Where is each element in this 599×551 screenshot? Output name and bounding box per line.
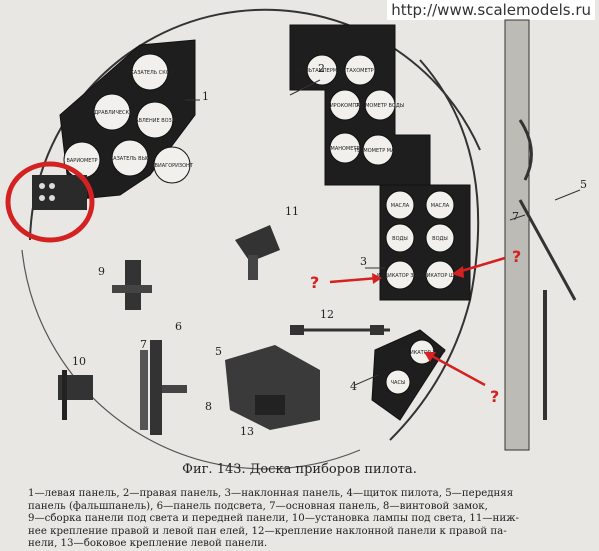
pilot-shield — [371, 329, 446, 421]
pilot-shield-dial — [385, 369, 411, 395]
callout-number: 12 — [320, 308, 334, 321]
left-panel-dial-label: УКАЗАТЕЛЬ ВЫСО — [107, 156, 154, 162]
slanted-panel-dial-label: ВОДЫ — [392, 236, 408, 242]
right-panel-dial-label: ТЕРМОМЕТР МАСЛ — [353, 148, 402, 154]
slanted-panel-dial — [425, 223, 455, 253]
callout-number: 4 — [350, 380, 357, 393]
legend-line: нее крепление правой и левой пан елей, 1… — [28, 525, 507, 537]
legend-line: нели, 13—боковое крепление левой панели. — [28, 538, 268, 549]
right-panel-dial-label: ТАХОМЕТР — [345, 68, 373, 74]
main-panel-outline — [29, 8, 481, 241]
left-panel-dial — [153, 146, 191, 184]
pilot-shield-dial-label: ЧАСЫ — [391, 380, 406, 386]
left-panel-dial-label: АВИАГОРИЗОНТ — [151, 163, 194, 169]
detail-9 — [112, 260, 152, 310]
left-panel-dial-label: УКАЗАТЕЛЬ СКОР — [127, 70, 173, 76]
detail-6-7-8 — [140, 340, 187, 435]
left-panel-dial — [111, 139, 149, 177]
legend-line: 9—сборка панели под света и передней пан… — [28, 513, 519, 524]
switch-box — [32, 175, 87, 210]
red-highlight-circle — [5, 161, 95, 243]
detail-13 — [225, 345, 320, 430]
callout-number: 5 — [215, 345, 222, 358]
callout-number: 3 — [360, 255, 367, 268]
right-panel-dial — [329, 132, 361, 164]
callout-number: 7 — [140, 338, 147, 351]
main-panel-lower-outline — [21, 249, 361, 470]
detail-10 — [58, 370, 93, 420]
slanted-panel-dial-label: ИНДИКАТОР ШАСС — [415, 273, 465, 279]
left-panel-dial — [136, 101, 174, 139]
right-panel-dial-label: ВОЛЬТАМПЕРМЕТР — [298, 68, 347, 74]
callout-number: 8 — [205, 400, 212, 413]
slanted-panel-dial-label: МАСЛА — [391, 203, 410, 209]
callout-number: 2 — [318, 62, 325, 75]
figure-caption-legend: 1—левая панель, 2—правая панель, 3—накло… — [28, 488, 573, 551]
question-mark-annotation: ? — [310, 273, 319, 292]
right-panel-dial-label: МАНОМЕТР — [331, 146, 360, 152]
callout-number: 13 — [240, 425, 254, 438]
right-panel-dial — [329, 89, 361, 121]
pilot-shield-dial-label: ИНДИКАТОР ЗАКР — [399, 350, 446, 356]
right-panel-dial — [362, 134, 394, 166]
left-panel-dial — [93, 93, 131, 131]
right-panel-dial-label: ГИРОКОМПАС — [327, 103, 364, 109]
slanted-panel-dial-label: ВОДЫ — [432, 236, 448, 242]
slanted-panel-dial — [425, 260, 455, 290]
legend-line: панель (фальшпанель), 6—панель подсвета,… — [28, 500, 488, 512]
callout-number: 10 — [72, 355, 86, 368]
right-panel-dial — [344, 54, 376, 86]
right-panel-dial — [364, 89, 396, 121]
callout-number: 5 — [580, 178, 587, 191]
callout-number: 9 — [98, 265, 105, 278]
right-panel-dial-label: ТЕРМОМЕТР ВОДЫ — [355, 103, 404, 109]
slanted-panel-dial-label: МАСЛА — [431, 203, 450, 209]
left-panel-dial — [131, 53, 169, 91]
left-panel-dial-label: ВАРИОМЕТР — [66, 158, 97, 164]
slanted-panel-dial-label: ИНДИКАТОР ЗАКР — [377, 273, 424, 279]
main-panel-right-outline — [389, 59, 480, 441]
slanted-panel-dial — [385, 190, 415, 220]
detail-12 — [290, 325, 390, 335]
callout-number: 11 — [285, 205, 299, 218]
slanted-panel-dial — [385, 260, 415, 290]
callout-number: 1 — [202, 90, 209, 103]
slanted-panel-dial — [385, 223, 415, 253]
callout-number: 7 — [512, 210, 519, 223]
question-mark-annotation: ? — [490, 387, 499, 406]
figure-caption-title: Фиг. 143. Доска приборов пилота. — [182, 462, 417, 477]
legend-line: 1—левая панель, 2—правая панель, 3—накло… — [28, 488, 514, 499]
callout-number: 6 — [175, 320, 182, 333]
side-frame — [504, 19, 530, 451]
slanted-panel-dial — [425, 190, 455, 220]
question-mark-annotation: ? — [512, 247, 521, 266]
right-panel-dial — [306, 54, 338, 86]
left-panel-dial-label: ДАВЛЕНИЕ ВОЗДУ — [131, 118, 178, 124]
detail-11 — [235, 225, 280, 280]
watermark-url: http://www.scalemodels.ru — [387, 0, 595, 20]
left-panel-dial-label: ГИДРАВЛИЧЕСКИЙ — [87, 109, 136, 116]
